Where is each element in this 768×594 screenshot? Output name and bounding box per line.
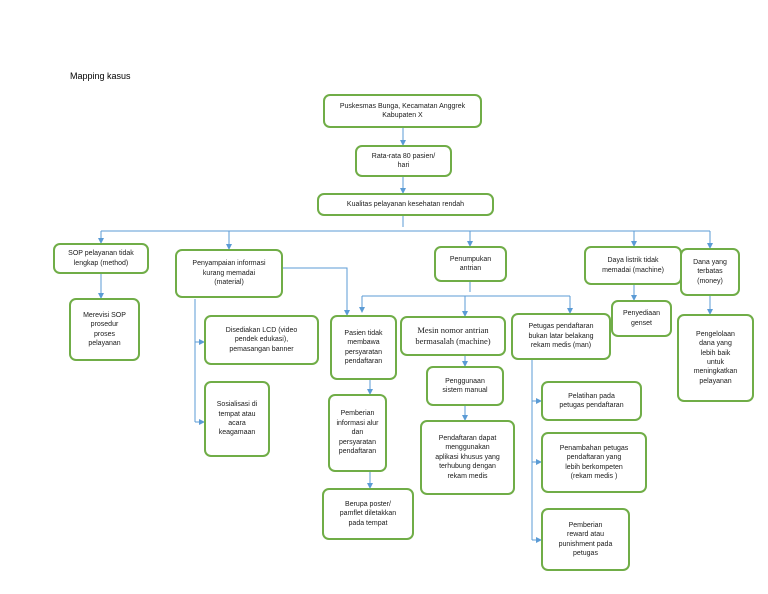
node-funds: Dana yang terbatas (money) bbox=[680, 248, 740, 296]
node-info: Penyampaian informasi kurang memadai (ma… bbox=[175, 249, 283, 298]
node-queue: Penumpukan antrian bbox=[434, 246, 507, 282]
node-poster: Berupa poster/ pamflet diletakkan pada t… bbox=[322, 488, 414, 540]
node-genset: Penyediaan genset bbox=[611, 300, 672, 337]
node-patients: Rata-rata 80 pasien/ hari bbox=[355, 145, 452, 177]
node-quality: Kualitas pelayanan kesehatan rendah bbox=[317, 193, 494, 216]
node-add-staff: Penambahan petugas pendaftaran yang lebi… bbox=[541, 432, 647, 493]
node-sop: SOP pelayanan tidak lengkap (method) bbox=[53, 243, 149, 274]
node-reward: Pemberian reward atau punishment pada pe… bbox=[541, 508, 630, 571]
node-training: Pelatihan pada petugas pendaftaran bbox=[541, 381, 642, 421]
node-socialization: Sosialisasi di tempat atau acara keagama… bbox=[204, 381, 270, 457]
node-root: Puskesmas Bunga, Kecamatan Anggrek Kabup… bbox=[323, 94, 482, 128]
node-staff-bg: Petugas pendaftaran bukan latar belakang… bbox=[511, 313, 611, 360]
node-revise-sop: Merevisi SOP prosedur proses pelayanan bbox=[69, 298, 140, 361]
node-patients-unready: Pasien tidak membawa persyaratan pendaft… bbox=[330, 315, 397, 380]
node-machine-broken: Mesin nomor antrian bermasalah (machine) bbox=[400, 316, 506, 356]
node-online-reg: Pendaftaran dapat menggunakan aplikasi k… bbox=[420, 420, 515, 495]
node-manual: Penggunaan sistem manual bbox=[426, 366, 504, 406]
node-lcd: Disediakan LCD (video pendek edukasi), p… bbox=[204, 315, 319, 365]
node-fund-mgmt: Pengelolaan dana yang lebih baik untuk m… bbox=[677, 314, 754, 402]
node-give-info: Pemberian informasi alur dan persyaratan… bbox=[328, 394, 387, 472]
page-title: Mapping kasus bbox=[70, 71, 131, 81]
node-power: Daya listrik tidak memadai (machine) bbox=[584, 246, 682, 285]
